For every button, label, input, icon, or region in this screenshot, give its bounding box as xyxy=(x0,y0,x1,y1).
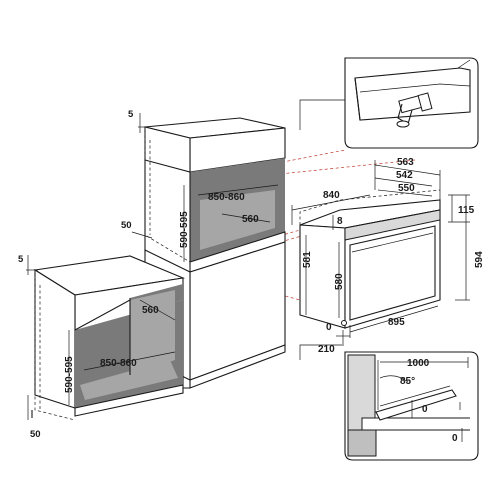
tall-cabinet-dims: 5 50 590-595 850-860 560 xyxy=(121,109,279,262)
dim-oven-594: 594 xyxy=(474,251,485,268)
dim-oven-542: 542 xyxy=(396,170,413,181)
dim-under-side: 50 xyxy=(30,429,41,440)
under-cabinet xyxy=(31,255,186,421)
dim-oven-581: 581 xyxy=(302,251,313,268)
dim-oven-895: 895 xyxy=(388,317,405,328)
dim-oven-580: 580 xyxy=(334,273,345,290)
dim-under-height: 590-595 xyxy=(64,356,75,393)
dim-tall-depth: 560 xyxy=(242,214,259,225)
door-callout: 85° 1000 0 0 xyxy=(299,344,479,461)
dim-oven-0: 0 xyxy=(326,322,332,333)
dim-oven-563: 563 xyxy=(397,157,414,168)
dim-door-85: 85° xyxy=(400,376,415,387)
oven-unit xyxy=(299,189,441,329)
dim-tall-side: 50 xyxy=(121,220,132,231)
dim-door-0b: 0 xyxy=(452,433,458,444)
connector-callout xyxy=(299,57,479,149)
dim-tall-top: 5 xyxy=(128,109,134,120)
dim-tall-width: 850-860 xyxy=(208,192,245,203)
oven-dims: 563 542 550 840 8 115 594 581 580 895 0 xyxy=(291,157,485,355)
dim-under-top: 5 xyxy=(18,254,24,265)
dim-under-depth: 560 xyxy=(142,305,159,316)
dim-door-1000: 1000 xyxy=(407,358,430,369)
under-cabinet-dims: 5 50 590-595 560 850-860 xyxy=(18,254,176,440)
dim-oven-550: 550 xyxy=(398,183,415,194)
dim-oven-840: 840 xyxy=(323,190,340,201)
dim-oven-8: 8 xyxy=(337,216,343,227)
dim-under-width: 850-860 xyxy=(100,358,137,369)
dim-oven-210: 210 xyxy=(318,344,335,355)
dim-tall-height: 590-595 xyxy=(179,211,190,248)
dim-door-0a: 0 xyxy=(422,404,428,415)
